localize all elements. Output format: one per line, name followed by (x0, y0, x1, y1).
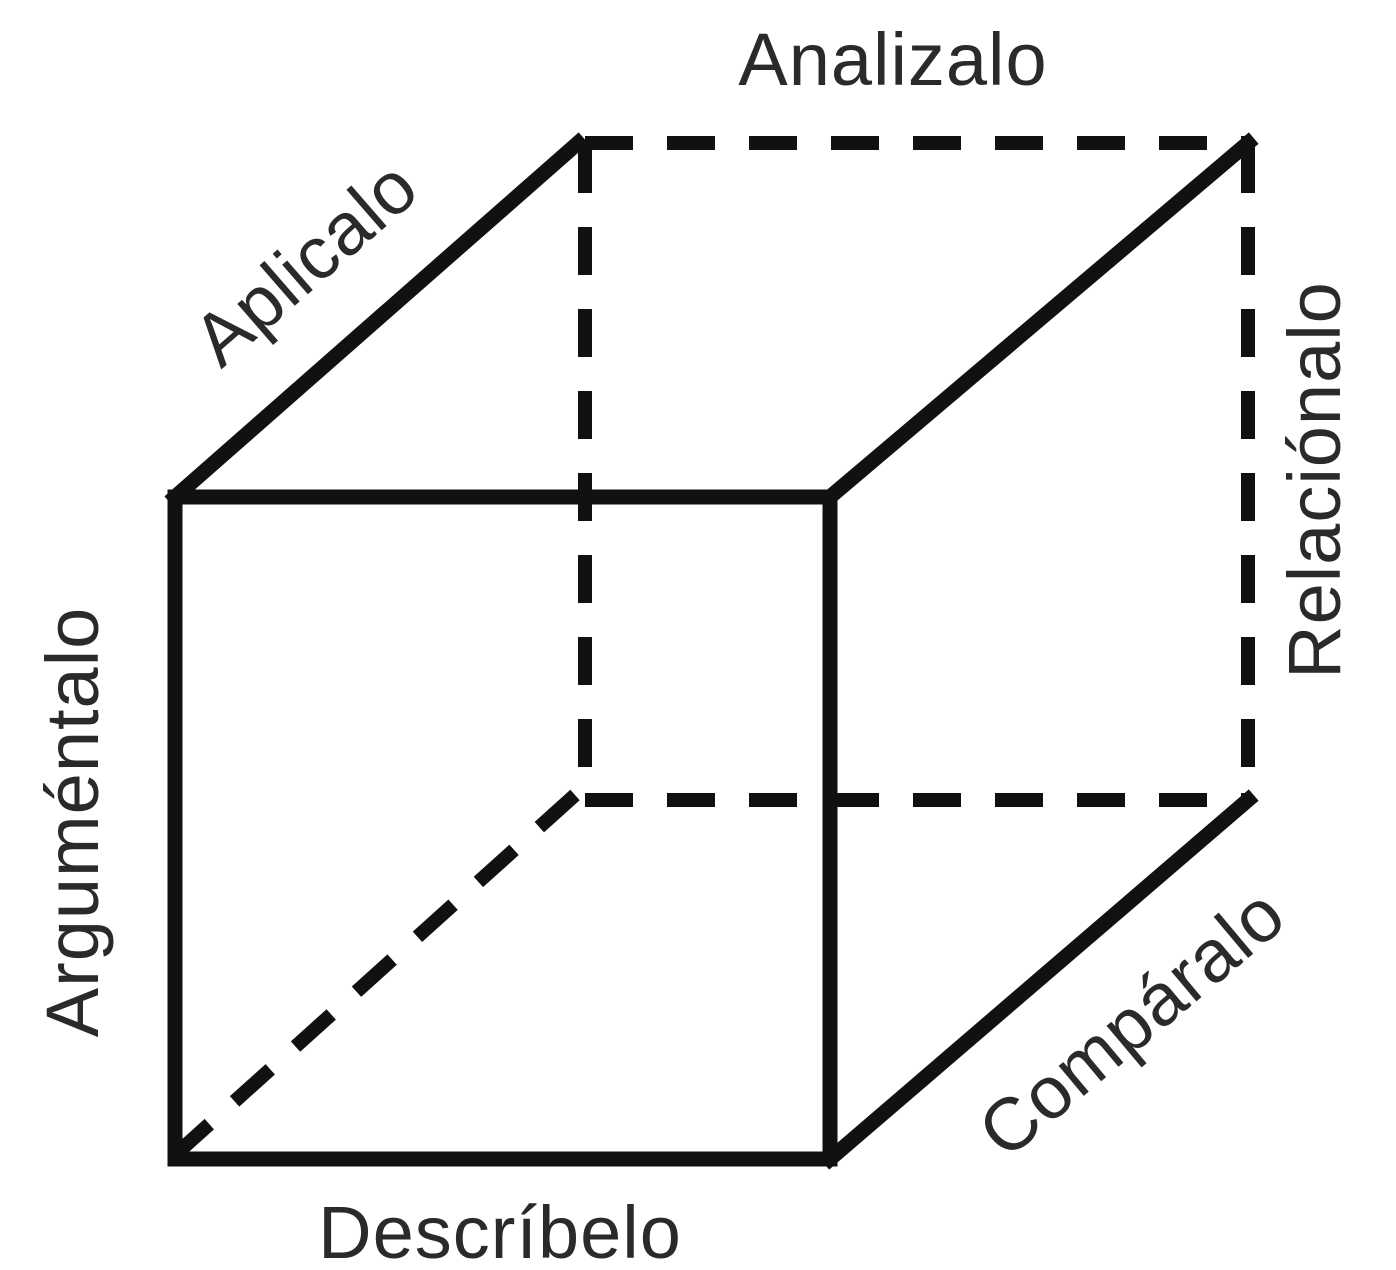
label-bottom: Descríbelo (318, 1191, 682, 1270)
front-face (167, 489, 838, 1167)
label-left: Arguméntalo (31, 607, 114, 1038)
edge-bottom-right-diagonal (819, 789, 1259, 1170)
label-right: Relaciónalo (1273, 281, 1356, 679)
edge-top-left-diagonal (164, 132, 589, 508)
edge-top-right-diagonal (819, 132, 1259, 508)
label-top-left: Aplicalo (177, 144, 433, 382)
hidden-edge-back-diagonal (170, 789, 580, 1161)
label-top: Analizalo (738, 18, 1047, 101)
label-bottom-right: Compáralo (963, 871, 1301, 1173)
